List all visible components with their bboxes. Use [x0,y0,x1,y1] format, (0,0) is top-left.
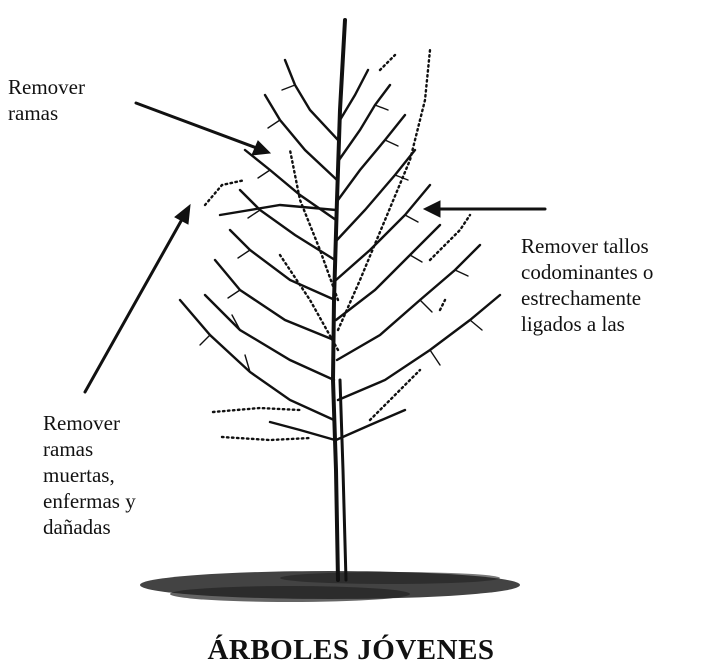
label-line: Remover [8,74,85,100]
diagram-title: ÁRBOLES JÓVENES [0,634,702,667]
label-line: ramas [8,100,85,126]
label-line: dañadas [43,514,136,540]
label-remove-codominant-stems: Remover tallos codominantes o estrechame… [521,233,653,337]
label-remove-dead-branches: Remover ramas muertas, enfermas y dañada… [43,410,136,540]
arrow-remove-branches [136,103,262,150]
label-line: Remover [43,410,136,436]
label-remove-branches: Remover ramas [8,74,85,126]
label-line: estrechamente [521,285,653,311]
arrow-remove-dead [85,214,185,392]
label-line: ramas [43,436,136,462]
ground-shadow [140,571,520,602]
label-line: codominantes o [521,259,653,285]
label-line: Remover tallos [521,233,653,259]
label-line: ligados a las [521,311,653,337]
label-line: muertas, [43,462,136,488]
label-line: enfermas y [43,488,136,514]
